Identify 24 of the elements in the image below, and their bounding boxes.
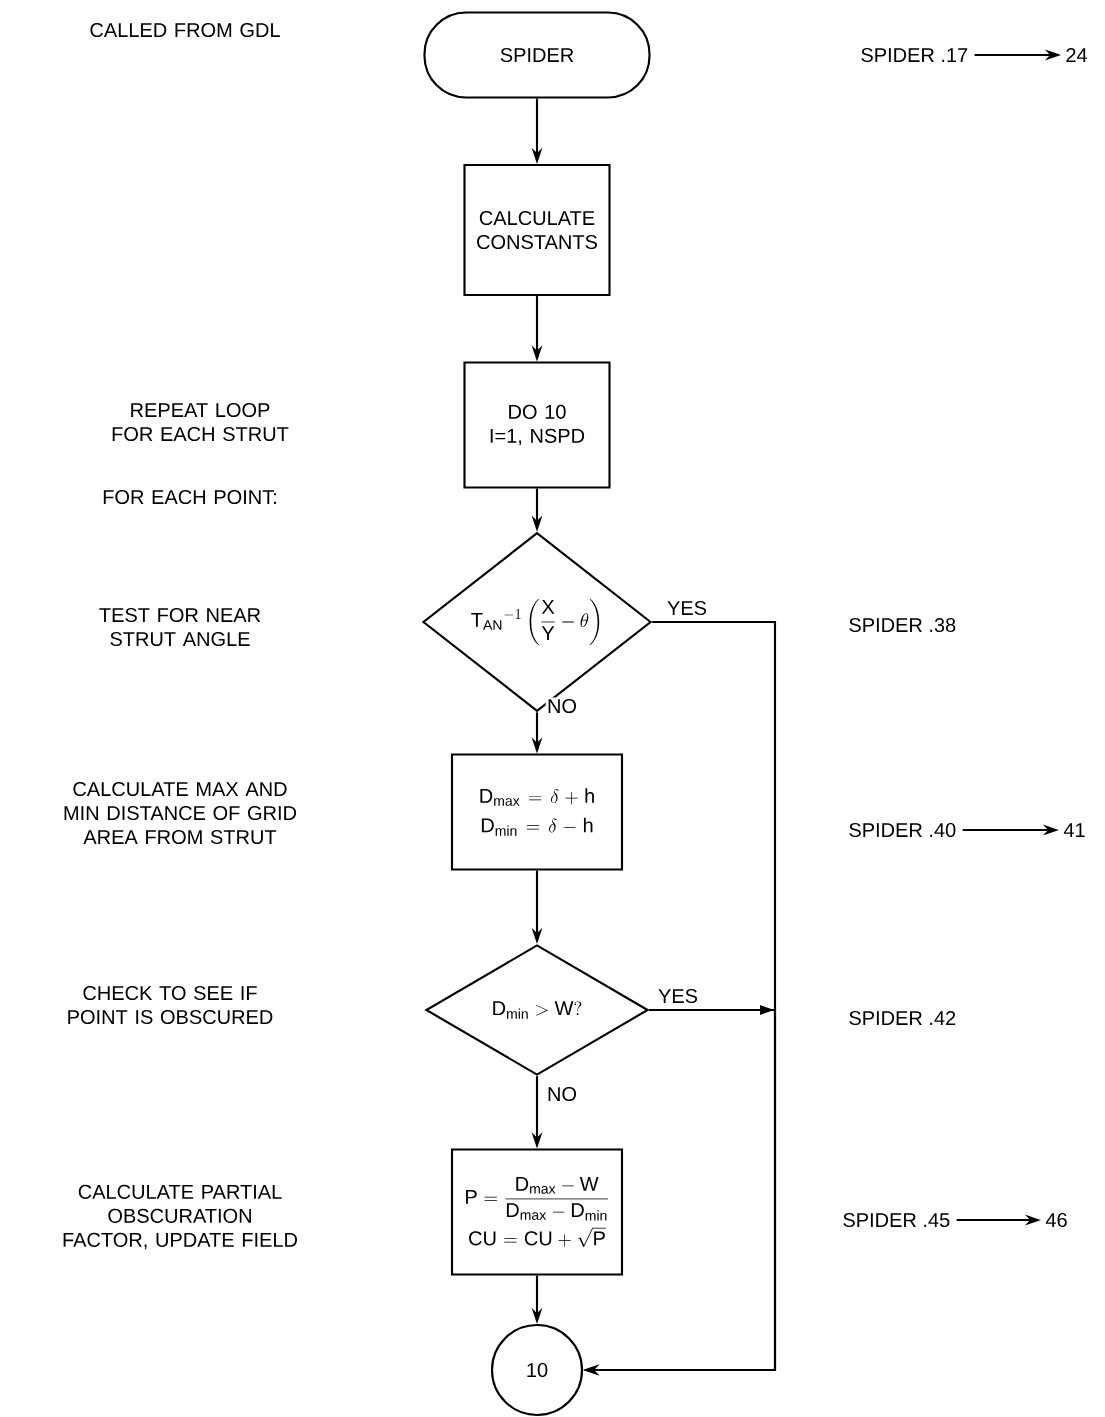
annotation-text: CHECK TO SEE IF POINT IS OBSCURED [68, 985, 273, 1025]
process-box: $\mathsf{P} = \dfrac{\mathsf{D_{max}} - \mathsf{W}}{\mathsf{D_{max}} - \mathsf{D_{min}}}$ $\mathsf{CU} = \mathsf{CU} + \sqrt{\mathsf{P}}$ [450, 1148, 624, 1276]
reference-text: 41 [1063, 823, 1085, 837]
process-box: DO 10 I=1, NSPD [463, 361, 611, 489]
annotation-text: REPEAT LOOP FOR EACH STRUT [112, 402, 289, 442]
annotation-text: CALLED FROM GDL [90, 22, 280, 38]
annotation-text: SPIDER .42 [849, 1010, 956, 1026]
terminal-box: SPIDER [423, 11, 651, 99]
reference-text: 46 [1045, 1212, 1067, 1228]
edge-label: NO [548, 1086, 577, 1102]
annotation-text: CALCULATE MAX AND MIN DISTANCE OF GRID AREA FROM STRUT [64, 781, 297, 845]
edge-label: NO [548, 698, 577, 714]
process-box: CALCULATE CONSTANTS [463, 163, 611, 297]
annotation-text: FOR EACH POINT: [103, 489, 276, 505]
reference-text: SPIDER .45 [843, 1212, 950, 1228]
process-box: $\mathsf{D_{max}} = \delta + \mathsf{h}$ $\mathsf{D_{min}} = \delta - \mathsf{h}$ [450, 753, 624, 871]
reference-text: SPIDER .17 [861, 47, 968, 63]
reference-text: 24 [1066, 48, 1088, 62]
edge-label: YES [658, 988, 698, 1004]
edge-label: YES [667, 600, 707, 616]
reference-text: SPIDER .40 [849, 822, 956, 838]
annotation-text: CALCULATE PARTIAL OBSCURATION FACTOR, UPDATE FIELD [63, 1184, 298, 1250]
annotation-text: TEST FOR NEAR STRUT ANGLE [99, 607, 261, 647]
annotation-text: SPIDER .38 [849, 617, 956, 633]
